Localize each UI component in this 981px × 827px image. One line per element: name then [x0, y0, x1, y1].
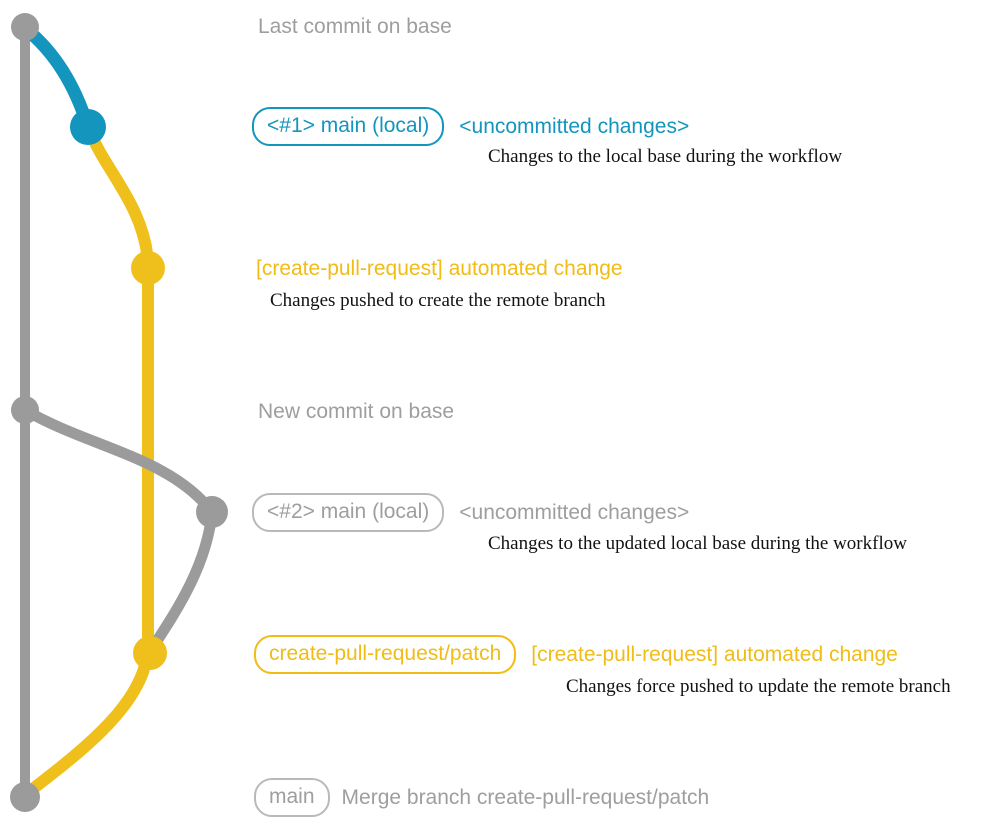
- commit-dot-uncommitted-1: [70, 109, 106, 145]
- commit1-description: Changes to the local base during the wor…: [488, 146, 843, 167]
- commit1-title: <uncommitted changes>: [459, 114, 690, 138]
- last-commit-label: Last commit on base: [258, 15, 452, 38]
- commit-dot-uncommitted-2: [196, 496, 228, 528]
- commit-dot-pr-automated-1: [131, 251, 165, 285]
- commit3-row: <#2> main (local) <uncommitted changes>: [252, 493, 689, 532]
- commit-graph: [10, 13, 228, 812]
- new-commit-label: New commit on base: [258, 400, 455, 423]
- commit2-description: Changes pushed to create the remote bran…: [270, 290, 606, 311]
- commit3-title: <uncommitted changes>: [459, 500, 690, 524]
- merge-row: main Merge branch create-pull-request/pa…: [254, 778, 709, 817]
- commit-dot-last-base: [11, 13, 39, 41]
- commit4-row: create-pull-request/patch [create-pull-r…: [254, 635, 898, 674]
- branch-badge-pr-patch: create-pull-request/patch: [254, 635, 517, 674]
- merge-message: Merge branch create-pull-request/patch: [341, 785, 710, 809]
- branch-badge-main-local-1: <#1> main (local): [252, 107, 445, 146]
- commit-dot-merge: [10, 782, 40, 812]
- commit4-title: [create-pull-request] automated change: [531, 642, 898, 666]
- local-main-branch-line-2: [19, 404, 218, 653]
- commit2-title: [create-pull-request] automated change: [256, 257, 623, 280]
- commit3-description: Changes to the updated local base during…: [488, 533, 907, 554]
- commit-dot-pr-automated-2: [133, 636, 167, 670]
- branch-badge-main: main: [254, 778, 330, 817]
- branch-badge-main-local-2: <#2> main (local): [252, 493, 445, 532]
- commit4-description: Changes force pushed to update the remot…: [566, 676, 951, 697]
- commit1-row: <#1> main (local) <uncommitted changes>: [252, 107, 689, 146]
- commit-dot-new-base: [11, 396, 39, 424]
